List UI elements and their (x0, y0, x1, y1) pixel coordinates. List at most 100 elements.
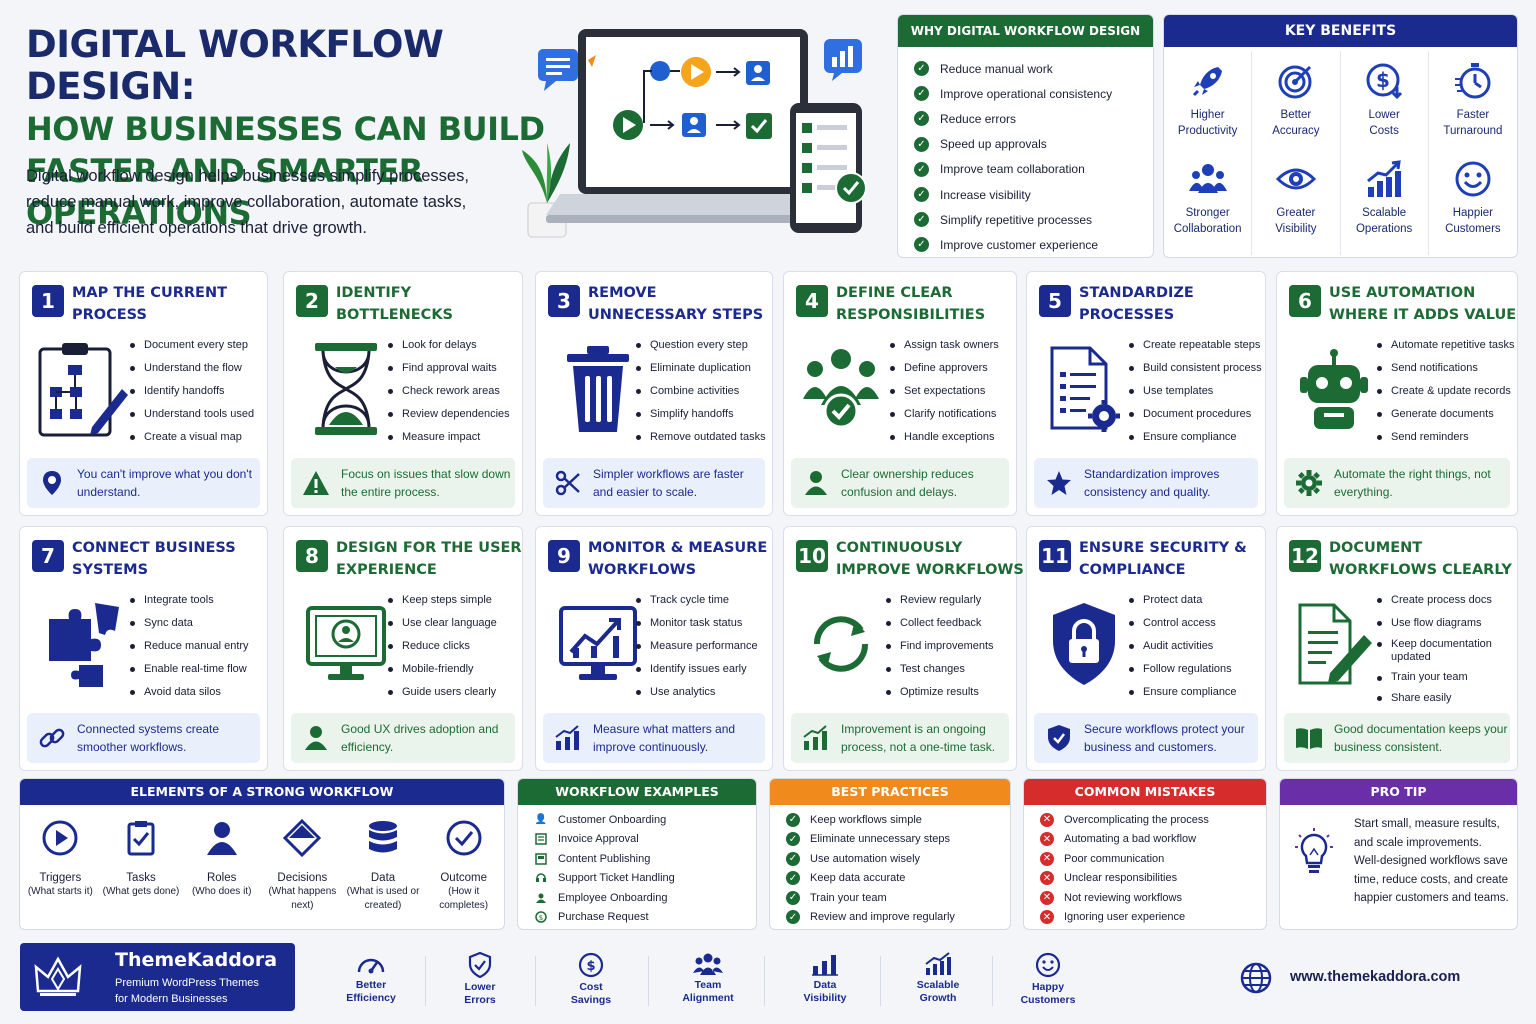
why-item-label: Simplify repetitive processes (940, 212, 1093, 227)
footer-item-label-2: Errors (464, 994, 496, 1006)
benefits-title: KEY BENEFITS (1164, 15, 1517, 47)
list-item: Create a visual map (130, 426, 270, 449)
x-icon: ✕ (1040, 851, 1054, 866)
list-item: Send notifications (1377, 357, 1517, 380)
lightbulb-icon (1295, 828, 1333, 873)
speedometer-icon (357, 958, 385, 974)
footer-item-label-2: Efficiency (346, 992, 396, 1004)
bar-chart-icon (803, 725, 827, 750)
dollar-coin-icon: $ (578, 952, 604, 978)
list-item: ✓Simplify repetitive processes (914, 207, 1153, 232)
stopwatch-icon (1454, 63, 1491, 99)
divider (535, 956, 536, 1006)
footer-item-label-1: Better (355, 979, 387, 991)
step-tip: Good documentation keeps your business c… (1284, 713, 1510, 763)
check-icon: ✓ (914, 86, 929, 102)
x-icon: ✕ (1040, 890, 1054, 905)
check-icon: ✓ (786, 871, 800, 886)
why-item-label: Reduce errors (940, 111, 1017, 126)
list-item: Identify issues early (636, 658, 776, 681)
check-icon: ✓ (786, 851, 800, 866)
practices-title: BEST PRACTICES (770, 779, 1010, 805)
why-it-matters-panel: WHY DIGITAL WORKFLOW DESIGN MATTERS ✓Red… (897, 14, 1154, 258)
check-icon: ✓ (914, 111, 929, 127)
benefit-label-1: Greater (1276, 207, 1316, 219)
step-tip: Secure workflows protect your business a… (1034, 713, 1258, 763)
footer-item-label-2: Visibility (803, 992, 847, 1004)
list-item: Guide users clearly (388, 681, 528, 704)
warning-icon (303, 471, 329, 495)
step-list: Assign task owners Define approvers Set … (890, 334, 1030, 449)
step-card-6: 6 USE AUTOMATION WHERE IT ADDS VALUE Aut… (1276, 271, 1518, 516)
footer-item-label-1: Scalable (916, 979, 960, 991)
benefit-label-2: Accuracy (1272, 125, 1320, 137)
step-card-4: 4 DEFINE CLEAR RESPONSIBILITIES Assign t… (783, 271, 1017, 516)
list-item: ✕Automating a bad workflow (1040, 830, 1266, 850)
list-item: Enable real-time flow (130, 658, 270, 681)
step-card-10: 10 CONTINUOUSLY IMPROVE WORKFLOWS Review… (783, 526, 1024, 771)
list-item: Build consistent process (1129, 357, 1269, 380)
element-name: Triggers (39, 872, 82, 884)
monitor-chart-icon (559, 606, 637, 680)
list-item: Look for delays (388, 334, 528, 357)
best-practices-panel: BEST PRACTICES ✓Keep workflows simple ✓E… (769, 778, 1011, 930)
step-title: DEFINE CLEAR RESPONSIBILITIES (836, 285, 986, 323)
list-item: ✓Increase visibility (914, 182, 1153, 207)
elements-title: ELEMENTS OF A STRONG WORKFLOW (20, 779, 504, 805)
crown-logo-icon (34, 956, 82, 996)
list-item: ✓ Reduce errors (914, 106, 1153, 131)
footer-item-label-1: Happy (1031, 981, 1065, 993)
check-icon: ✓ (914, 136, 929, 152)
tip-text: Standardization improves consistency and… (1084, 467, 1220, 499)
list-item: Assign task owners (890, 334, 1030, 357)
benefit-label-1: Better (1280, 109, 1312, 121)
step-number: 5 (1039, 285, 1071, 317)
step-title: STANDARDIZE PROCESSES (1079, 285, 1194, 323)
chart-bubble-icon (824, 39, 862, 81)
practice-label: Eliminate unnecessary steps (810, 833, 951, 846)
step-number: 11 (1039, 540, 1071, 572)
step-title: DOCUMENT WORKFLOWS CLEARLY (1329, 540, 1512, 578)
common-mistakes-panel: COMMON MISTAKES ✕Overcomplicating the pr… (1023, 778, 1267, 930)
puzzle-icon (49, 603, 119, 687)
step-card-9: 9 MONITOR & MEASURE WORKFLOWS Track cycl… (535, 526, 773, 771)
list-item: Train your team (1377, 667, 1517, 687)
location-pin-icon (43, 471, 61, 495)
list-item: Protect data (1129, 589, 1269, 612)
tip-text: Focus on issues that slow down the entir… (341, 467, 511, 499)
element-outcome: Outcome(How it completes) (423, 819, 504, 913)
element-name: Decisions (277, 872, 328, 884)
website-link[interactable]: www.themekaddora.com (1290, 969, 1461, 985)
list-item: Remove outdated tasks (636, 426, 776, 449)
protip-title: PRO TIP (1280, 779, 1517, 805)
list-item: Create repeatable steps (1129, 334, 1269, 357)
list-item: ✓Improve operational consistency (914, 81, 1153, 106)
list-item: ✓Improve team collaboration (914, 157, 1153, 182)
list-item: Eliminate duplication (636, 357, 776, 380)
benefit-label-1: Scalable (1362, 207, 1407, 219)
tip-text: Good UX drives adoption and efficiency. (341, 722, 499, 754)
example-label: Purchase Request (558, 911, 649, 924)
step-title: ENSURE SECURITY & COMPLIANCE (1079, 540, 1247, 578)
monitor-user-icon (306, 606, 386, 680)
divider (992, 956, 993, 1006)
why-item-label: Increase visibility (940, 187, 1031, 202)
example-label: Employee Onboarding (558, 891, 668, 904)
list-item: Content Publishing (534, 849, 756, 869)
element-tasks: Tasks(What gets done) (101, 819, 182, 913)
footer-item-label-2: Customers (1020, 994, 1076, 1006)
list-item: Keep steps simple (388, 589, 528, 612)
list-item: Combine activities (636, 380, 776, 403)
dollar-icon: $ (1366, 63, 1403, 100)
step-card-7: 7 CONNECT BUSINESS SYSTEMS Integrate too… (19, 526, 268, 771)
tip-text: Connected systems create smoother workfl… (77, 722, 220, 754)
list-item: Follow regulations (1129, 658, 1269, 681)
bar-chart-icon (812, 955, 838, 976)
list-item: 👤Customer Onboarding (534, 810, 756, 830)
title-line-2: HOW BUSINESSES CAN BUILD (26, 110, 545, 148)
step-card-3: 3 REMOVE UNNECESSARY STEPS Question ever… (535, 271, 773, 516)
